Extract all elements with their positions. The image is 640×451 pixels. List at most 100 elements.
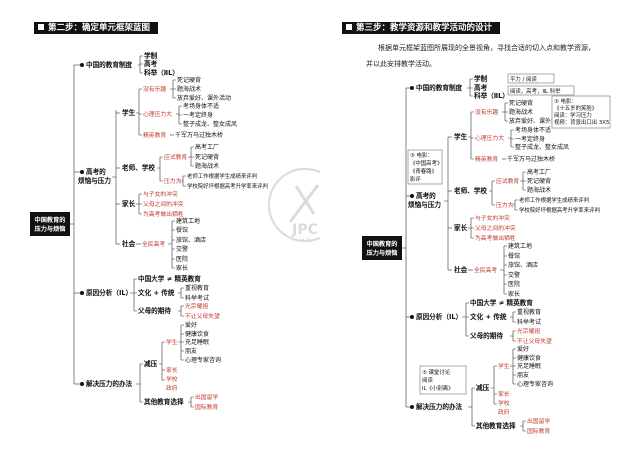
right-leaf: 老师工作根据学生成绩来评判 — [519, 196, 589, 204]
left-b1-item: 科举（ⅡL） — [144, 68, 179, 77]
left-b1-item: 高考 — [144, 59, 158, 68]
right-note-text: 视频：背景出口出 3X5 — [554, 118, 609, 126]
right-leaf: 心理专家咨询 — [517, 380, 553, 388]
right-leaf: 爱好 — [517, 345, 529, 353]
right-leaf: 家长 — [508, 290, 520, 298]
left-step-title: 第二步：确定单元框架蓝图 — [34, 22, 159, 34]
left-leaf: 家长 — [166, 366, 178, 374]
left-leaf: 高考工厂 — [195, 143, 219, 151]
left-trunk-line — [70, 65, 75, 384]
left-leaf: 政府 — [166, 384, 178, 392]
right-leaf: 朋友 — [517, 371, 529, 379]
left-branch2-dot — [80, 170, 84, 174]
right-note-text: ⑤ 课堂讨论 — [422, 368, 451, 376]
right-page: 第三步：教学资源和教学活动的设计 根据单元框架蓝图所展现的全景视角，寻找合适的切… — [320, 0, 640, 451]
left-leaf: 老师工作根据学生成绩来评判 — [187, 172, 257, 180]
right-leaf: 考场身体不适 — [515, 126, 551, 134]
right-branch2-dot — [410, 194, 414, 198]
right-leaf: 学生 — [498, 362, 510, 370]
right-branch2-label: 高考的 — [416, 191, 436, 200]
left-leaf: 朋友 — [185, 347, 197, 355]
left-leaf: 死记硬背 — [177, 76, 201, 84]
right-reduce-label: 减压 — [476, 383, 490, 392]
left-branch1-label: 中国的教育制度 — [86, 60, 133, 69]
right-branch1-dot — [410, 86, 414, 90]
right-leaf: 科举考试 — [517, 318, 541, 326]
left-mindmap: 中国教育的 压力与烦恼 中国的教育制度 学制 高考 科举（ⅡL） 高考的 烦恼与… — [30, 51, 320, 411]
right-root-line1: 中国教育的 — [367, 240, 398, 248]
left-b3-item: 父母的期待 — [137, 306, 171, 315]
right-other-label: 其他教育选择 — [476, 421, 516, 430]
right-leaf: 题海战术 — [509, 108, 533, 116]
right-film-note-box — [407, 149, 443, 185]
right-b3-item: 中国大学 ≠ 精英教育 — [470, 298, 533, 307]
left-reduce-label: 减压 — [144, 359, 158, 368]
left-leaf: 学生 — [166, 338, 178, 346]
right-leaf: 充足睡眠 — [517, 362, 541, 370]
left-teacher-label: 老师、学校 — [121, 163, 155, 172]
right-note-text: 《青春路》 — [410, 167, 437, 175]
square-bullet-icon — [38, 24, 44, 30]
left-leaf: 与子女的冲突 — [143, 190, 178, 198]
left-page: 第二步：确定单元框架蓝图 中国教育的 压力与烦恼 中国的教育制度 学制 高考 科… — [30, 0, 321, 451]
right-society-label: 社会 — [453, 265, 468, 274]
left-leaf: 放弃爱好、课外活动 — [177, 94, 231, 102]
left-group-label: 应试教育 — [164, 153, 187, 161]
right-student-label: 学生 — [454, 132, 468, 141]
right-b1-item: 科举（ⅡL） — [474, 91, 509, 100]
left-b3-item: 文化 + 传统 — [138, 288, 175, 297]
right-root-box — [362, 236, 402, 260]
right-leaf: 千军万马过独木桥 — [507, 155, 555, 163]
right-teacher-label: 老师、学校 — [453, 186, 487, 195]
left-group-label: 心理压力大 — [143, 110, 172, 118]
left-leaf: 科举考试 — [185, 294, 209, 302]
right-leaf: 不让父母失望 — [517, 337, 552, 345]
left-leaf: 家长 — [176, 264, 188, 272]
right-leaf: 为高考做出牺牲 — [475, 234, 516, 242]
left-leaf: 餐馆 — [176, 226, 188, 234]
right-leaf: 题海战术 — [527, 186, 551, 194]
right-group-label: 精英教育 — [475, 155, 498, 163]
right-note-text: 影评 — [410, 175, 421, 183]
left-branch4-dot — [80, 382, 84, 386]
left-other-label: 其他教育选择 — [144, 397, 184, 406]
right-film-note2-box — [551, 95, 611, 129]
left-leaf: 出国留学 — [195, 393, 218, 401]
right-leaf: 死记硬背 — [509, 99, 533, 107]
right-leaf: 父母之间的冲突 — [475, 224, 516, 232]
right-society-center: 全民高考 — [474, 266, 497, 274]
left-group-label: 精英教育 — [143, 131, 166, 139]
right-note-text: ⑤ 电影： — [410, 151, 433, 159]
left-leaf: 父母之间的冲突 — [143, 200, 184, 208]
left-root-line2: 压力与烦恼 — [35, 225, 66, 233]
left-leaf: 健康饮食 — [185, 330, 209, 338]
right-note-text: ⑤ 电影： — [554, 97, 577, 105]
left-branch2-label: 烦恼与压力 — [78, 176, 111, 185]
right-b1-item: 学制 — [474, 74, 488, 83]
left-step-title-text: 第二步：确定单元框架蓝图 — [48, 23, 151, 33]
left-leaf: 整子成龙、整女成凤 — [183, 120, 237, 128]
left-leaf: 爱好 — [185, 321, 197, 329]
right-mindmap: 中国教育的 压力与烦恼 中国的教育制度 学制 高考 科举（ⅡL） 平力 / 阅读… — [362, 73, 611, 435]
left-group-label: 压力大 — [164, 177, 182, 185]
right-trunk-line — [402, 88, 407, 407]
right-leaf: 整子成龙、整女成凤 — [515, 143, 569, 151]
right-branch4-dot — [410, 405, 414, 409]
right-root-line2: 压力与烦恼 — [367, 249, 398, 257]
right-branch1-label: 中国的教育制度 — [416, 83, 463, 92]
left-b1-item: 学制 — [144, 51, 158, 60]
left-leaf: 为高考做出牺牲 — [143, 210, 184, 218]
left-leaf: 光宗耀祖 — [185, 302, 208, 310]
left-leaf: 考场身体不适 — [183, 102, 219, 110]
right-group-label: 没有乐趣 — [475, 108, 498, 116]
right-branch3-dot — [410, 315, 414, 319]
right-leaf: 放弃爱好、课外活动 — [509, 117, 563, 125]
right-b1-item: 高考 — [474, 83, 488, 92]
left-leaf: 死记硬背 — [195, 153, 219, 161]
left-branch1-dot — [80, 63, 84, 67]
right-leaf: 建筑工地 — [508, 242, 532, 250]
right-leaf: 政府 — [498, 408, 510, 416]
left-branch4-label: 解决压力的办法 — [86, 379, 133, 388]
left-root-box — [30, 212, 70, 236]
right-group-label: 应试教育 — [496, 177, 519, 185]
